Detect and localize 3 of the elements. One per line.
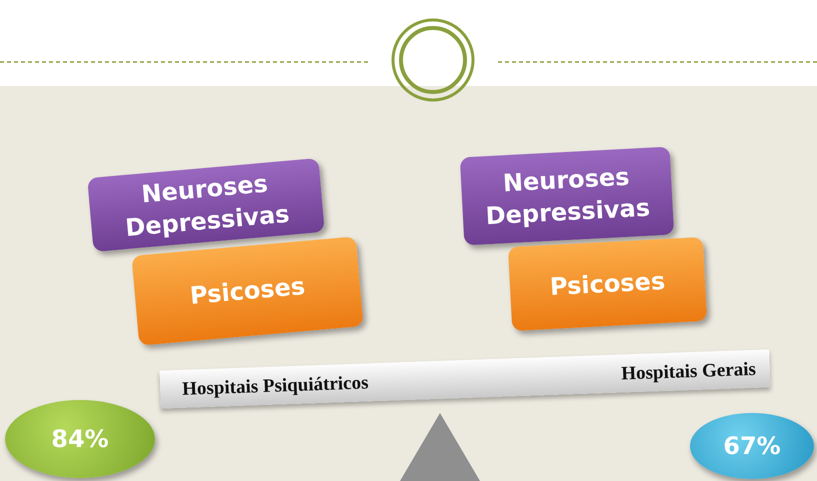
fulcrum-triangle [400, 413, 480, 481]
beam-label: Hospitais Gerais [620, 358, 756, 386]
beam-label: Hospitais Psiquiátricos [182, 372, 369, 401]
